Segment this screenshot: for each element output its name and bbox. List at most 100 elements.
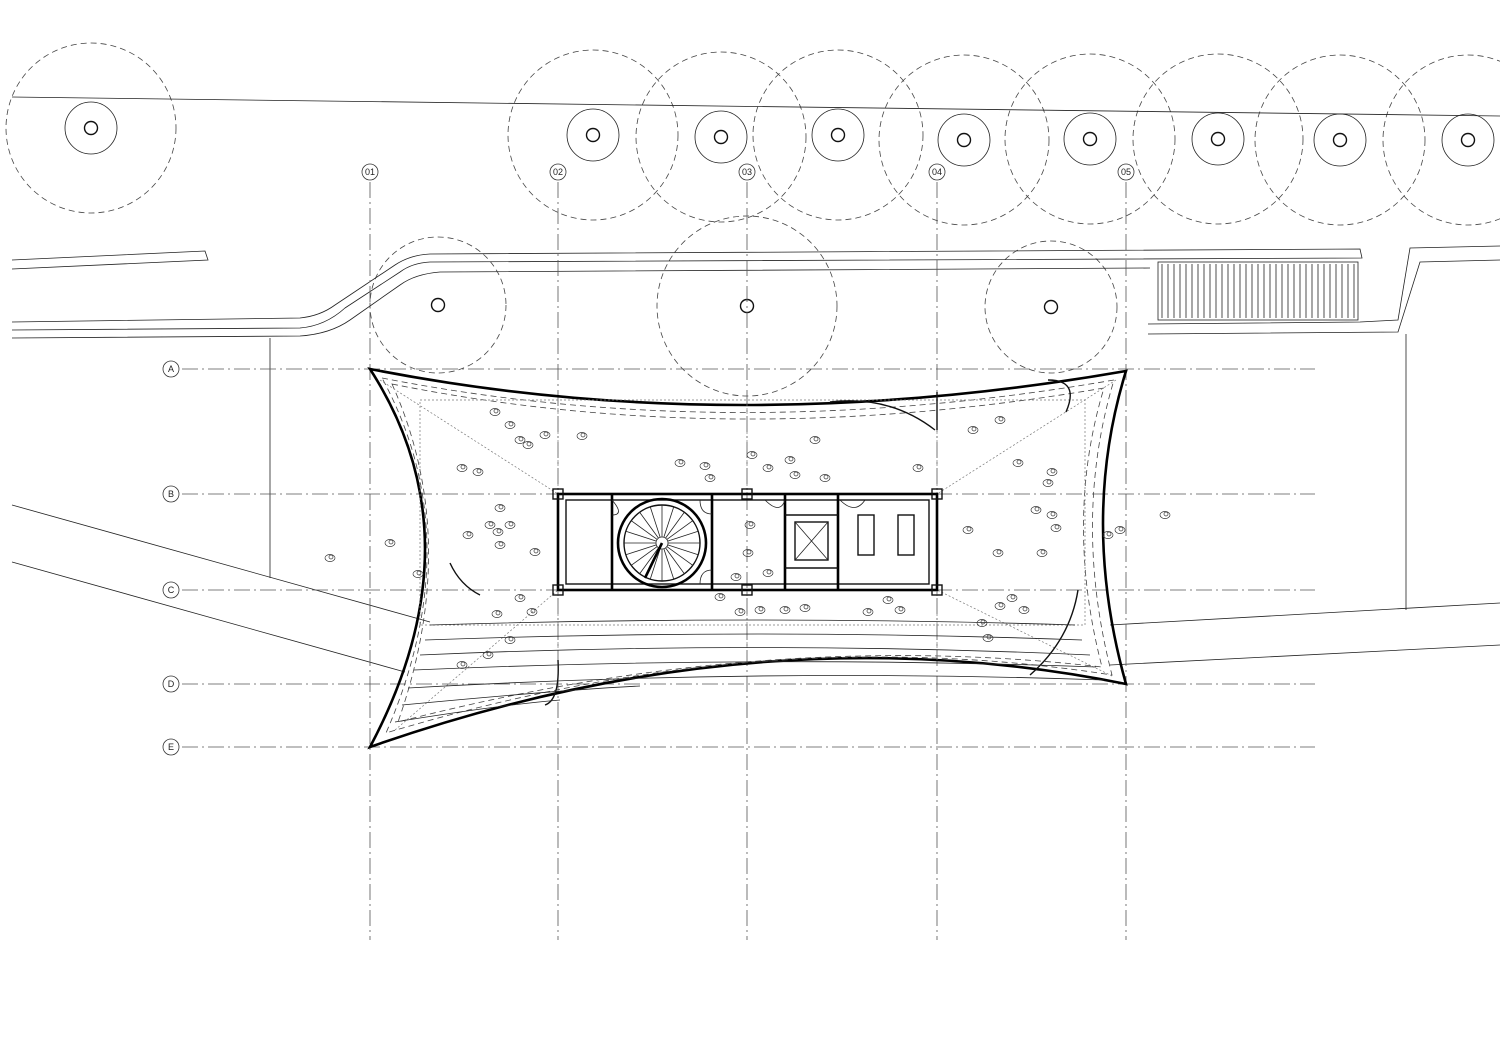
- person-figure: [982, 634, 994, 642]
- stair-step: [667, 544, 699, 556]
- person-figure: [994, 416, 1006, 424]
- stair-step: [639, 547, 659, 574]
- tree: [984, 240, 1118, 374]
- person-figure: [529, 548, 541, 556]
- person-figure: [456, 661, 468, 669]
- grid-label: 05: [1121, 167, 1131, 177]
- person-figure: [494, 504, 506, 512]
- tree: [878, 54, 1050, 226]
- people-figures: [324, 408, 1171, 669]
- grid-bubble-01: 01: [361, 163, 379, 181]
- grid-label: A: [168, 364, 174, 374]
- person-figure: [456, 464, 468, 472]
- person-figure: [674, 459, 686, 467]
- person-figure: [862, 608, 874, 616]
- stair-step: [665, 512, 685, 539]
- stair-step: [663, 548, 675, 580]
- trees: [5, 42, 1500, 397]
- person-figure: [1159, 511, 1171, 519]
- stair-step: [663, 506, 675, 538]
- grid-bubble-05: 05: [1117, 163, 1135, 181]
- stair-step: [631, 546, 658, 566]
- grid-label: 01: [365, 167, 375, 177]
- person-figure: [699, 462, 711, 470]
- grid-label: C: [168, 585, 175, 595]
- elevator-shaft: [794, 521, 829, 561]
- person-figure: [504, 636, 516, 644]
- person-figure: [484, 521, 496, 529]
- person-figure: [539, 431, 551, 439]
- grid-bubble-02: 02: [549, 163, 567, 181]
- grid-bubble-c: C: [162, 581, 180, 599]
- stair-step: [625, 530, 657, 542]
- stair-step: [625, 544, 657, 556]
- grid-bubble-a: A: [162, 360, 180, 378]
- grid-label: B: [168, 489, 174, 499]
- person-figure: [779, 606, 791, 614]
- grid-axes: [182, 182, 1315, 940]
- person-figure: [491, 610, 503, 618]
- fixture: [897, 514, 915, 556]
- person-figure: [714, 593, 726, 601]
- person-figure: [1114, 526, 1126, 534]
- person-figure: [962, 526, 974, 534]
- tree: [1004, 53, 1176, 225]
- person-figure: [734, 608, 746, 616]
- person-figure: [514, 594, 526, 602]
- person-figure: [789, 471, 801, 479]
- grid-label: E: [168, 742, 174, 752]
- stair-step: [649, 506, 661, 538]
- person-figure: [526, 608, 538, 616]
- person-figure: [1018, 606, 1030, 614]
- person-figure: [992, 549, 1004, 557]
- person-figure: [809, 436, 821, 444]
- column-labels: 01 02 03 04 05: [361, 163, 1135, 181]
- person-figure: [894, 606, 906, 614]
- person-figure: [514, 436, 526, 444]
- grid-bubble-b: B: [162, 485, 180, 503]
- person-figure: [746, 451, 758, 459]
- person-figure: [704, 474, 716, 482]
- person-figure: [1006, 594, 1018, 602]
- person-figure: [784, 456, 796, 464]
- stair-step: [639, 512, 659, 539]
- person-figure: [819, 474, 831, 482]
- person-figure: [1012, 459, 1024, 467]
- grid-label: 03: [742, 167, 752, 177]
- tree: [1382, 54, 1500, 226]
- stair-step: [631, 520, 658, 540]
- person-figure: [522, 441, 534, 449]
- stair-step: [666, 546, 693, 566]
- grid-label: D: [168, 679, 175, 689]
- grid-label: 04: [932, 167, 942, 177]
- person-figure: [799, 604, 811, 612]
- person-figure: [1050, 524, 1062, 532]
- grid-label: 02: [553, 167, 563, 177]
- tree: [1254, 54, 1426, 226]
- grid-bubble-d: D: [162, 675, 180, 693]
- person-figure: [492, 528, 504, 536]
- person-figure: [762, 464, 774, 472]
- person-figure: [742, 549, 754, 557]
- person-figure: [472, 468, 484, 476]
- person-figure: [1036, 549, 1048, 557]
- person-figure: [576, 432, 588, 440]
- person-figure: [1042, 479, 1054, 487]
- person-figure: [754, 606, 766, 614]
- stair-step: [666, 520, 693, 540]
- tree: [369, 236, 507, 374]
- building-core: [552, 488, 943, 596]
- person-figure: [504, 521, 516, 529]
- person-figure: [1030, 506, 1042, 514]
- person-figure: [967, 426, 979, 434]
- person-figure: [412, 570, 424, 578]
- person-figure: [1046, 511, 1058, 519]
- person-figure: [994, 602, 1006, 610]
- row-labels: A B C D E: [162, 360, 180, 756]
- person-figure: [494, 541, 506, 549]
- person-figure: [882, 596, 894, 604]
- person-figure: [489, 408, 501, 416]
- stair-step: [665, 547, 685, 574]
- person-figure: [976, 619, 988, 627]
